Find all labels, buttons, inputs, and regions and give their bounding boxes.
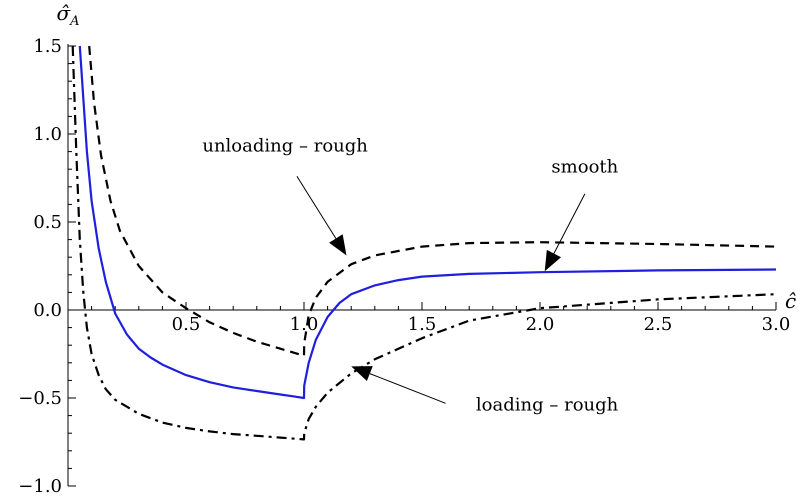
- y-tick-label: 0.5: [33, 212, 62, 233]
- x-axis-label: ĉ: [785, 289, 796, 313]
- annotation-arrow-line: [296, 175, 337, 239]
- x-tick-label: 2.5: [644, 314, 673, 335]
- x-tick-label: 0.5: [172, 314, 201, 335]
- x-tick-label: 1.0: [290, 314, 319, 335]
- annotation-arrow-head: [544, 249, 562, 272]
- y-tick-label: 0.0: [33, 300, 62, 321]
- annotation-arrow-line: [369, 373, 446, 404]
- annotation-label: loading – rough: [476, 394, 619, 415]
- series-line-solid: [78, 45, 777, 400]
- series-layer: [71, 45, 777, 441]
- series-line-dashdot: [71, 45, 777, 441]
- annotation-label: smooth: [551, 157, 618, 178]
- annotation-arrow-head: [329, 234, 347, 256]
- x-tick-label: 2.0: [526, 314, 555, 335]
- x-tick-label: 1.5: [408, 314, 437, 335]
- annotation-arrow-line: [553, 193, 586, 254]
- annotation-label: unloading – rough: [202, 136, 368, 157]
- y-tick-label: 1.0: [33, 124, 62, 145]
- y-tick-label: 1.5: [33, 36, 62, 57]
- annotations: unloading – rough smooth loading – rough: [202, 136, 618, 416]
- ticks: 0.5 1.0 1.5 2.0 2.5 3.0 −1.0 −0.5 0.0 0.5 1.0 1.5: [18, 36, 790, 496]
- x-tick-label: 3.0: [762, 314, 791, 335]
- y-tick-label: −1.0: [18, 476, 62, 496]
- series-line-dashed: [88, 45, 777, 357]
- y-tick-label: −0.5: [18, 388, 62, 409]
- annotation-arrow-head: [351, 366, 373, 382]
- y-axis-label: σ̂A: [56, 1, 79, 29]
- axes: [67, 44, 776, 486]
